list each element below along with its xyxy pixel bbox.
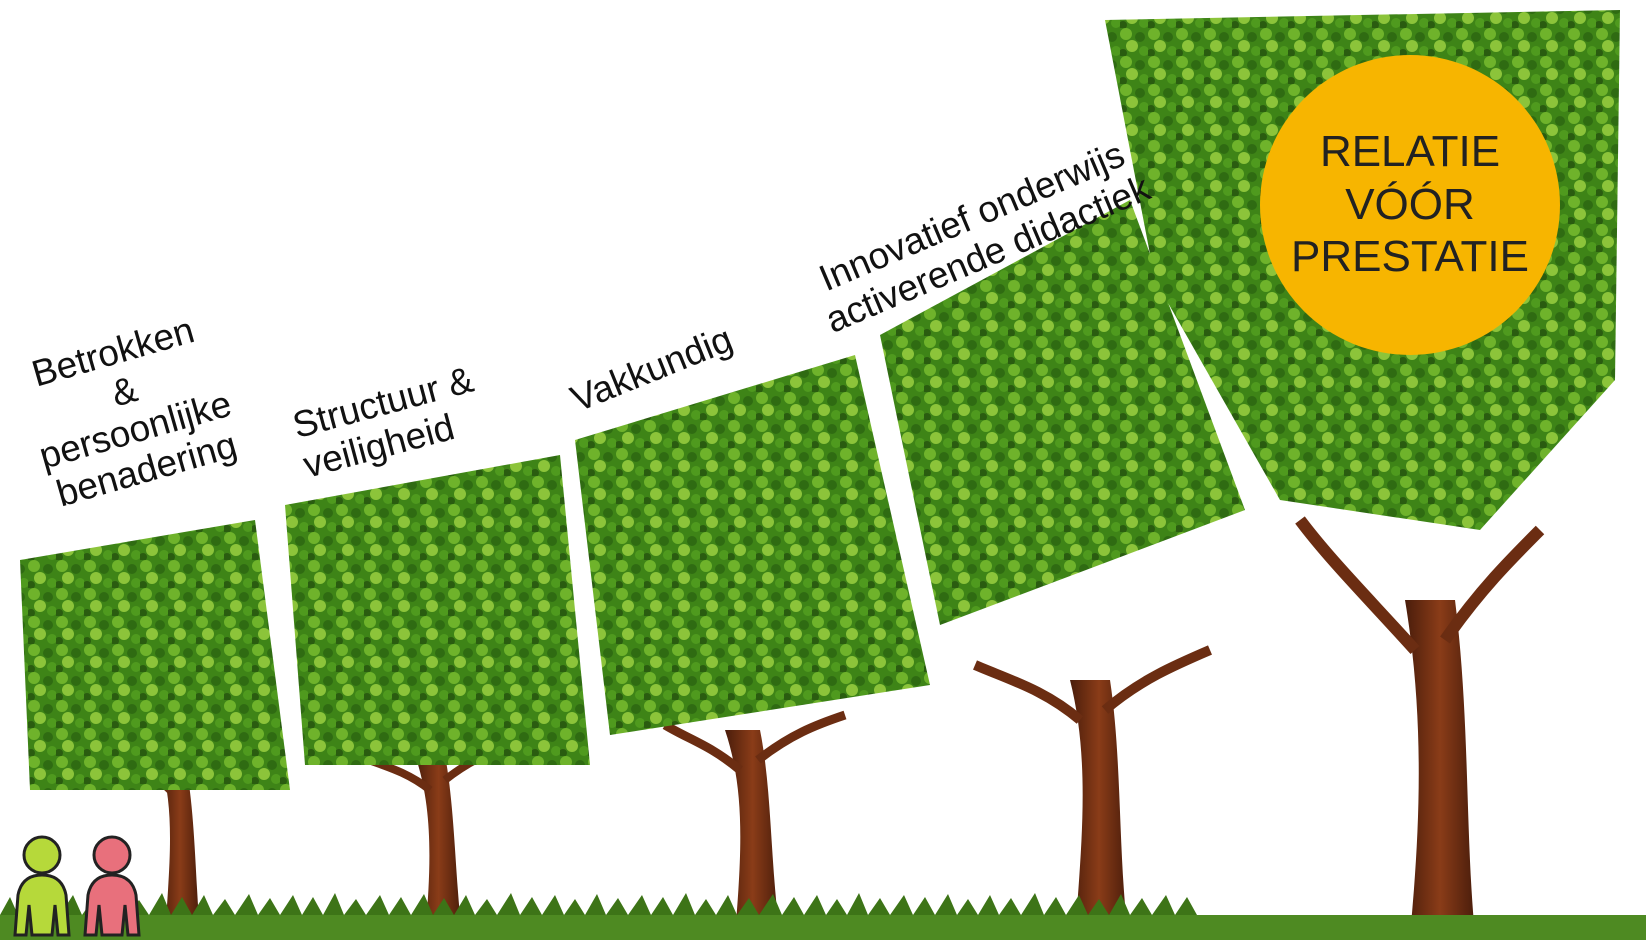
- tree-icon: [285, 455, 590, 935]
- tree-icon: [880, 200, 1245, 935]
- tree-icon: [575, 355, 930, 935]
- people-logo-icon: [13, 835, 141, 937]
- grass-strip: [0, 893, 1646, 940]
- badge-line: VÓÓR: [1345, 179, 1475, 229]
- badge-line: RELATIE: [1319, 126, 1501, 176]
- badge-line: PRESTATIE: [1291, 232, 1529, 282]
- relatie-voor-prestatie-badge: RELATIE VÓÓR PRESTATIE: [1260, 55, 1560, 355]
- tree-icon: [20, 520, 290, 935]
